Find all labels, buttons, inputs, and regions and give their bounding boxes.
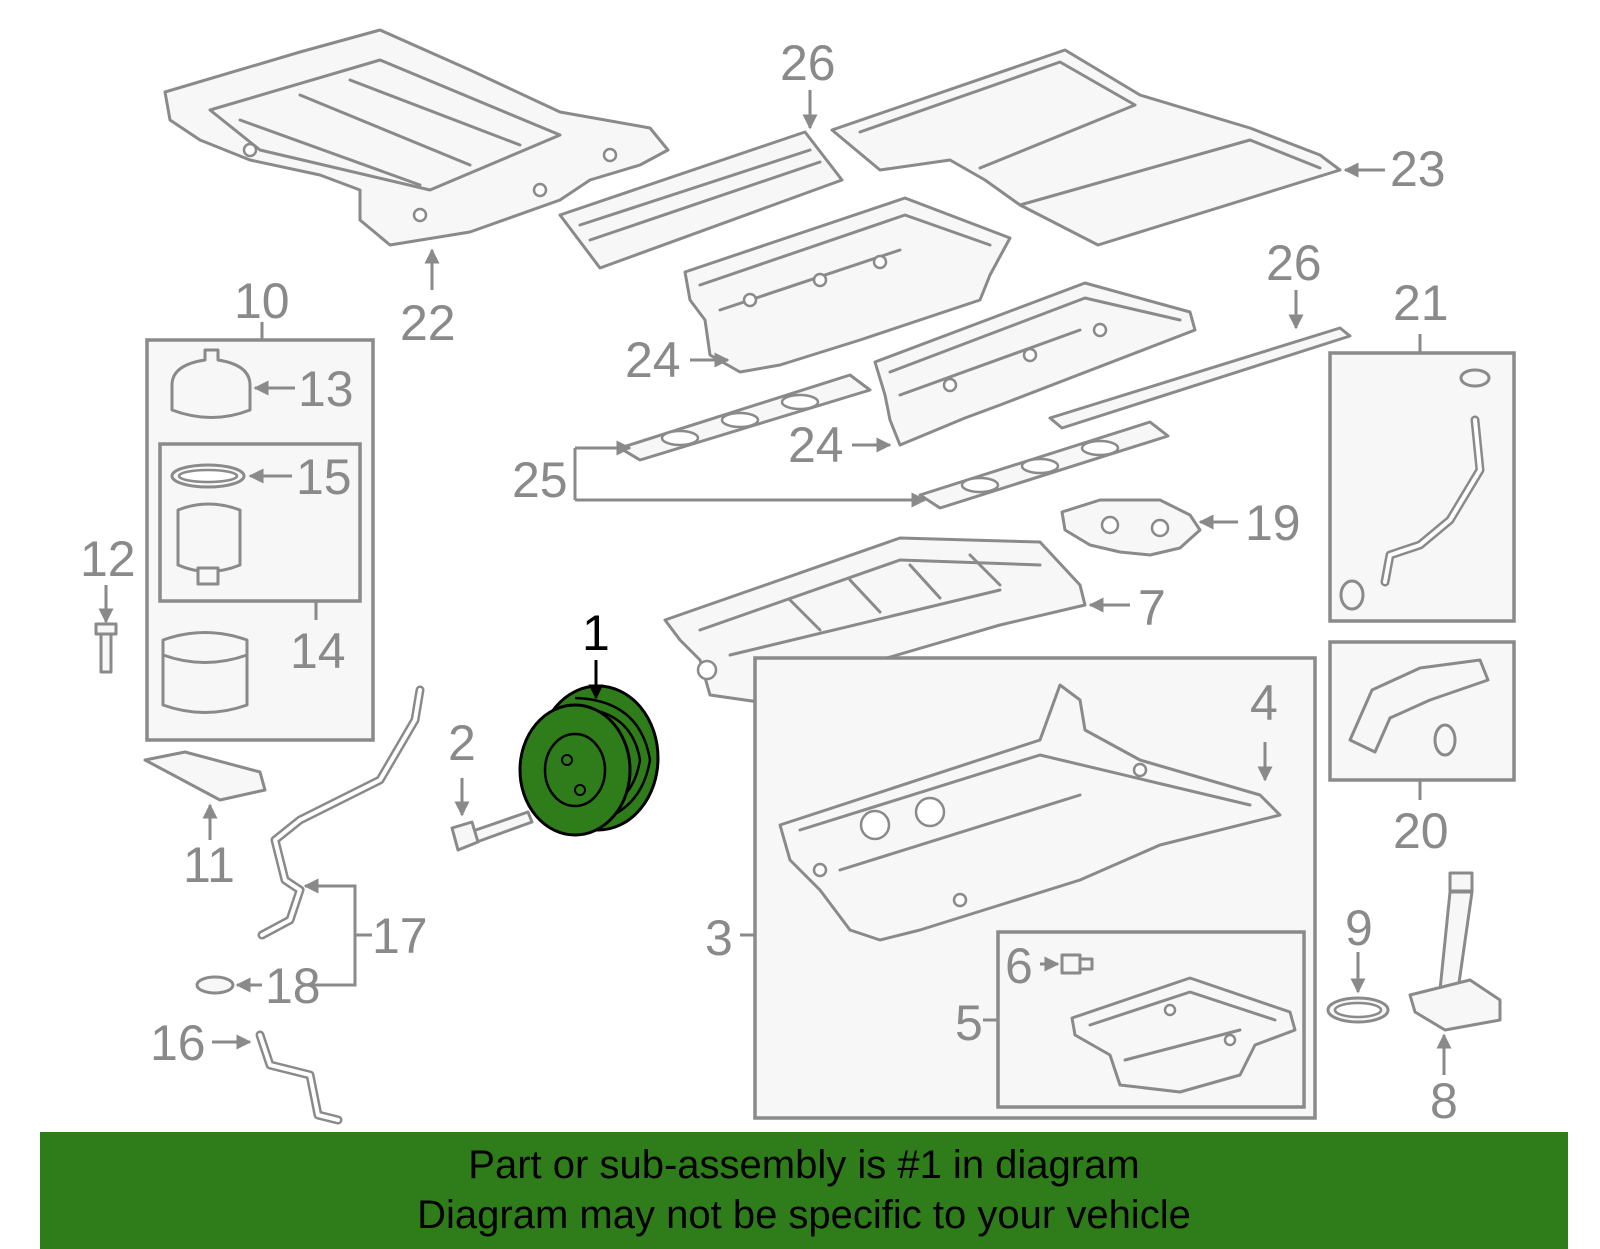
callout-25: 25 xyxy=(512,452,568,508)
callout-1: 1 xyxy=(582,605,610,661)
callout-18: 18 xyxy=(265,958,321,1014)
control-valve-part-19 xyxy=(1060,498,1202,557)
drain-plug-part-6 xyxy=(1060,953,1094,975)
callout-23: 23 xyxy=(1390,141,1446,197)
timing-cover-part-22 xyxy=(163,28,670,247)
callout-22: 22 xyxy=(400,295,456,351)
dipstick-tube-part-17 xyxy=(257,685,425,940)
o-ring-part-15 xyxy=(170,463,246,489)
callout-12: 12 xyxy=(80,531,136,587)
oil-pan-lower-part-5 xyxy=(1070,976,1297,1094)
callout-2: 2 xyxy=(448,715,476,771)
callout-26-top: 26 xyxy=(780,35,836,91)
cam-cover-part-24-upper xyxy=(683,196,1012,374)
cover-plate-part-26 xyxy=(558,130,844,270)
oil-sensor-part-8 xyxy=(1408,871,1502,1032)
filter-housing xyxy=(161,631,249,714)
callout-9: 9 xyxy=(1345,900,1373,956)
callout-21: 21 xyxy=(1393,275,1449,331)
o-ring-part-18 xyxy=(195,975,235,995)
callout-20: 20 xyxy=(1393,803,1449,859)
callout-24-lower: 24 xyxy=(788,417,844,473)
callout-5: 5 xyxy=(955,995,983,1051)
gasket-part-11 xyxy=(143,750,267,802)
crank-bolt-part-2 xyxy=(450,810,534,852)
pulley-bolt-hole xyxy=(561,754,573,766)
banner-line-2: Diagram may not be specific to your vehi… xyxy=(417,1193,1191,1237)
pulley-hub xyxy=(543,732,607,808)
bolt-part-12 xyxy=(94,622,118,674)
intake-gaskets-part-25 xyxy=(618,373,1170,510)
cam-cover-part-24-lower xyxy=(873,281,1197,447)
gasket-part-23 xyxy=(830,48,1342,247)
callout-26-lower: 26 xyxy=(1266,235,1322,291)
callout-11: 11 xyxy=(183,837,235,893)
pulley-bolt-hole-2 xyxy=(574,784,586,796)
pickup-tube-part-20 xyxy=(1348,658,1490,757)
callout-24-upper: 24 xyxy=(625,332,681,388)
filter-element-part-14 xyxy=(176,502,242,586)
hose-part-16 xyxy=(255,1030,343,1125)
box-21 xyxy=(1328,351,1516,623)
oil-fill-tube-part-21 xyxy=(1339,368,1491,611)
callout-17: 17 xyxy=(372,908,428,964)
callout-6: 6 xyxy=(1005,938,1033,994)
callout-14: 14 xyxy=(290,623,346,679)
crankshaft-pulley-part-1 xyxy=(518,684,660,837)
o-ring-part-9 xyxy=(1326,996,1390,1024)
callout-7: 7 xyxy=(1138,580,1166,636)
callout-3: 3 xyxy=(705,910,733,966)
filter-cap-part-13 xyxy=(170,348,252,419)
bracket-25 xyxy=(573,446,918,502)
oil-pan-upper-part-4 xyxy=(778,683,1282,942)
callout-16: 16 xyxy=(150,1015,206,1071)
strip-gasket-part-26 xyxy=(1048,326,1352,430)
callout-10: 10 xyxy=(234,273,290,329)
info-banner: Part or sub-assembly is #1 in diagram Di… xyxy=(40,1132,1568,1249)
box-20 xyxy=(1328,640,1516,782)
banner-line-1: Part or sub-assembly is #1 in diagram xyxy=(468,1143,1140,1187)
callout-19: 19 xyxy=(1245,495,1301,551)
callout-15: 15 xyxy=(296,449,352,505)
callout-4: 4 xyxy=(1250,675,1278,731)
callout-13: 13 xyxy=(298,361,354,417)
callout-8: 8 xyxy=(1430,1073,1458,1129)
